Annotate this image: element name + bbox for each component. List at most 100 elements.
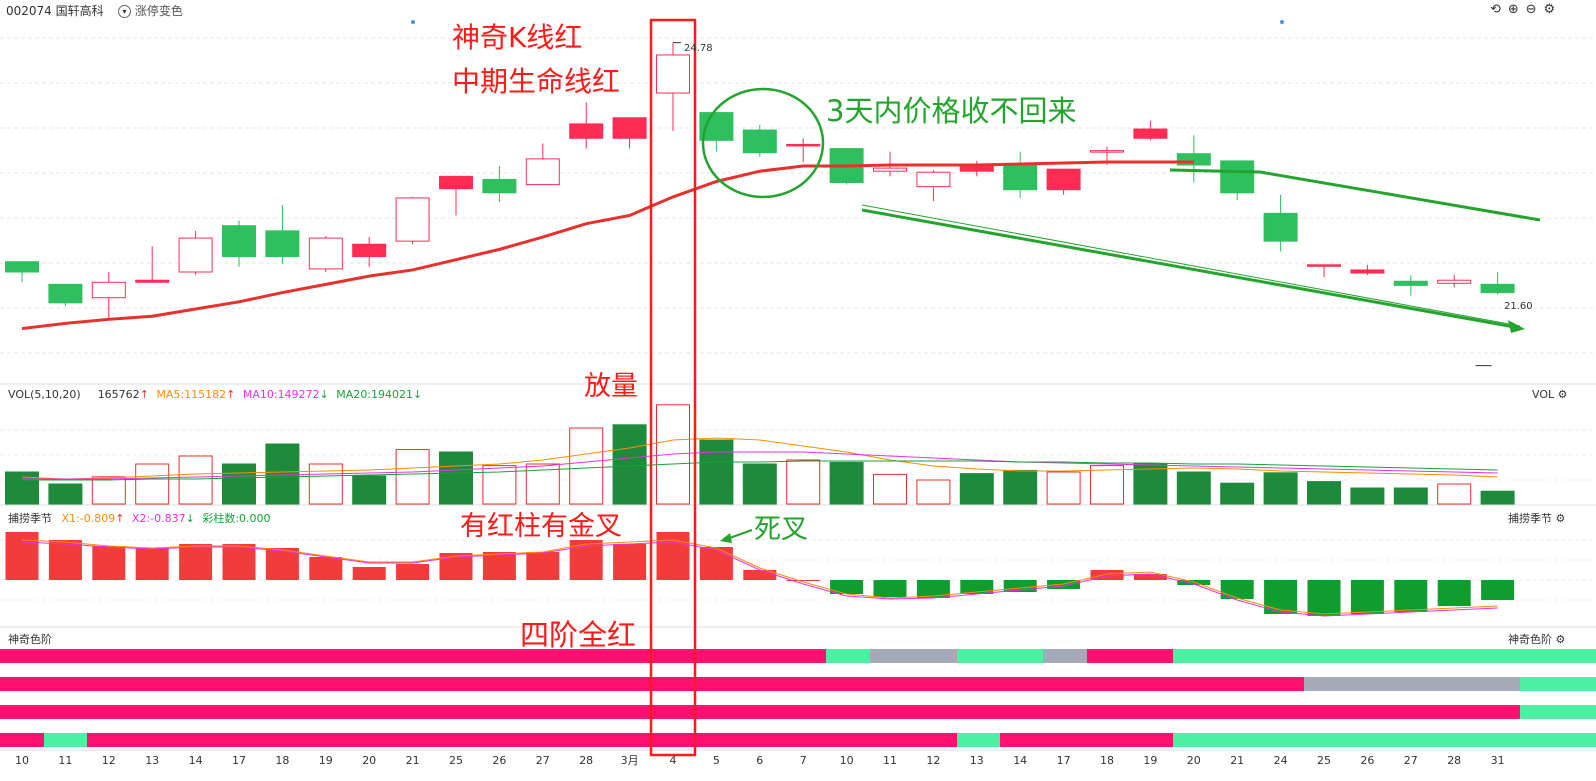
x-tick-label: 11 xyxy=(883,754,897,767)
color-band-segment xyxy=(826,649,870,663)
volume-bar xyxy=(265,443,300,505)
candle xyxy=(91,281,126,299)
x-tick-label: 20 xyxy=(362,754,376,767)
trend-line-thin xyxy=(861,204,1521,327)
candle xyxy=(1176,153,1211,166)
candle xyxy=(482,178,517,194)
volume-bar xyxy=(699,439,734,505)
band-header: 神奇色阶 xyxy=(8,633,52,646)
color-band-segment xyxy=(1000,733,1173,747)
candle xyxy=(1090,150,1124,153)
gear-icon[interactable]: ⚙ xyxy=(1555,633,1566,646)
zoom-in-icon[interactable]: ⊕ xyxy=(1507,2,1519,17)
highlight-circle xyxy=(701,87,825,199)
band-right-text: 神奇色阶 xyxy=(1508,633,1552,646)
candle xyxy=(135,279,170,283)
x-tick-label: 21 xyxy=(406,754,420,767)
vol-ma5-line xyxy=(21,437,1498,480)
macd-bar xyxy=(1350,580,1384,614)
gear-icon[interactable]: ⚙ xyxy=(1557,388,1568,401)
candle xyxy=(1133,128,1168,139)
macd-bar xyxy=(352,567,386,580)
volume-bar xyxy=(178,455,213,505)
x-tick-label: 21 xyxy=(1230,754,1244,767)
candle xyxy=(873,167,907,172)
volume-bar xyxy=(1437,483,1472,505)
macd-bar xyxy=(1264,580,1298,614)
color-bands-layer xyxy=(0,649,1596,747)
x-tick-label: 6 xyxy=(756,754,763,767)
x-tick-label: 10 xyxy=(15,754,29,767)
gear-icon[interactable]: ⚙ xyxy=(1555,512,1566,525)
x-tick-label: 20 xyxy=(1187,754,1201,767)
trend-arrow-head xyxy=(1508,320,1525,333)
macd-bar xyxy=(1090,570,1124,580)
volume-bar xyxy=(916,479,951,505)
trend-line-upper xyxy=(1169,168,1541,222)
candle xyxy=(1393,280,1428,286)
mode-toggle[interactable]: ▾ 涨停变色 xyxy=(118,2,183,19)
candle xyxy=(1437,279,1472,284)
volume-bar xyxy=(352,475,387,505)
color-band-segment xyxy=(1304,677,1520,691)
stock-header: 002074 国轩高科 xyxy=(6,2,104,19)
volume-bar xyxy=(873,473,907,505)
macd-bar xyxy=(1133,574,1167,580)
volume-bar xyxy=(48,483,83,505)
grid-lines xyxy=(0,37,1596,751)
macd-bar xyxy=(526,552,560,580)
candle xyxy=(1046,168,1081,191)
volume-bar xyxy=(5,471,39,505)
macd-layer xyxy=(5,532,1515,617)
candle xyxy=(959,165,994,172)
candle xyxy=(178,237,213,273)
volume-bar xyxy=(1307,481,1341,505)
candle xyxy=(612,117,647,139)
macd-bar xyxy=(743,570,777,580)
candle xyxy=(1220,160,1255,194)
volume-bar xyxy=(829,461,864,505)
x-tick-label: 4 xyxy=(670,754,677,767)
color-band-segment xyxy=(1520,705,1596,719)
arrow-up-icon: ↑ xyxy=(226,388,236,401)
candle xyxy=(656,54,690,94)
refresh-icon[interactable]: ⟲ xyxy=(1490,2,1501,17)
vol-right-text: VOL xyxy=(1532,388,1555,401)
macd-right-text: 捕捞季节 xyxy=(1508,512,1552,525)
x-tick-label: 25 xyxy=(1317,754,1331,767)
macd-bar xyxy=(92,546,126,580)
candle xyxy=(5,261,39,273)
x-tick-label: 17 xyxy=(1057,754,1071,767)
candle xyxy=(1263,212,1298,242)
settings-icon[interactable]: ⚙ xyxy=(1543,2,1556,17)
macd-bars: 彩柱数:0.000 xyxy=(202,512,271,525)
color-band-segment xyxy=(1043,649,1087,663)
volume-bar xyxy=(1393,487,1428,505)
volume-bar xyxy=(1046,471,1081,505)
vol-ma20: MA20:194021 xyxy=(336,388,413,401)
annotation-volume-up: 放量 xyxy=(584,371,638,402)
x-tick-label: 13 xyxy=(145,754,159,767)
x-tick-label: 18 xyxy=(1100,754,1114,767)
candle xyxy=(1480,283,1515,294)
x-tick-label: 17 xyxy=(232,754,246,767)
x-tick-label: 12 xyxy=(102,754,116,767)
zoom-out-icon[interactable]: ⊖ xyxy=(1525,2,1537,17)
macd-bar xyxy=(916,580,950,598)
x-tick-label: 26 xyxy=(1360,754,1374,767)
color-band-segment xyxy=(0,733,44,747)
x-tick-label: 5 xyxy=(713,754,720,767)
macd-bar xyxy=(960,580,994,594)
macd-bar xyxy=(396,564,430,580)
color-band-segment xyxy=(0,649,826,663)
macd-bar xyxy=(222,544,256,580)
macd-bar xyxy=(48,540,82,580)
macd-x2: X2:-0.837 xyxy=(131,512,186,525)
stock-name: 国轩高科 xyxy=(55,4,104,18)
annotation-layer xyxy=(411,18,1541,757)
vol-name: VOL(5,10,20) xyxy=(8,388,81,401)
volume-bar xyxy=(1350,487,1385,505)
arrow-down-icon: ↓ xyxy=(185,512,195,525)
volume-bar xyxy=(1003,469,1038,505)
volume-bar xyxy=(135,463,170,505)
